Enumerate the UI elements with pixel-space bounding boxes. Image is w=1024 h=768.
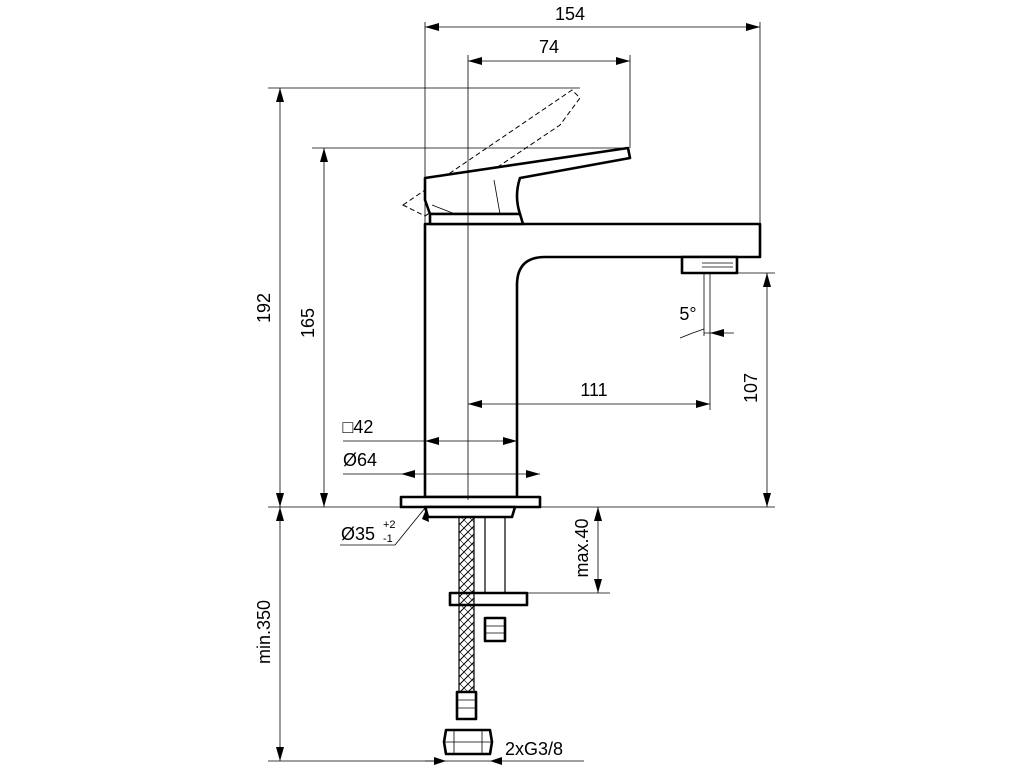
dim-outlet-height: 107 — [741, 373, 761, 403]
hose-ferrule — [455, 690, 478, 721]
dim-base-diameter: Ø64 — [343, 450, 377, 470]
dim-spout-reach: 111 — [580, 380, 607, 400]
dim-body-square: □42 — [343, 417, 374, 437]
dim-min-hose-length: min.350 — [254, 600, 274, 664]
dim-total-height: 192 — [254, 293, 274, 323]
base-plate — [399, 495, 542, 509]
lever-detail — [431, 179, 501, 215]
base-washer — [423, 505, 517, 519]
shank-nut — [483, 616, 507, 643]
dim-lever-reach: 74 — [539, 37, 559, 57]
dim-hole-tolerance-lower: -1 — [383, 533, 393, 545]
lever-hub — [428, 212, 525, 226]
dim-spray-angle: 5° — [679, 304, 696, 324]
aerator — [680, 255, 739, 275]
dim-overall-width: 154 — [555, 4, 585, 24]
lever-handle — [423, 146, 632, 216]
dim-max-thickness: max.40 — [572, 518, 592, 577]
dim-connection-thread: 2xG3/8 — [505, 739, 563, 759]
lever-raised-outline — [402, 89, 581, 217]
extension-lines — [268, 22, 775, 762]
braided-hose — [458, 516, 475, 693]
dim-hole-tolerance-upper: +2 — [383, 519, 396, 531]
faucet-body — [399, 89, 762, 756]
dim-spout-height: 165 — [298, 308, 318, 338]
threaded-shank — [484, 516, 506, 598]
dimension-lines — [276, 23, 771, 765]
dim-hole-diameter: Ø35 — [341, 524, 375, 544]
spout-body — [423, 222, 762, 499]
